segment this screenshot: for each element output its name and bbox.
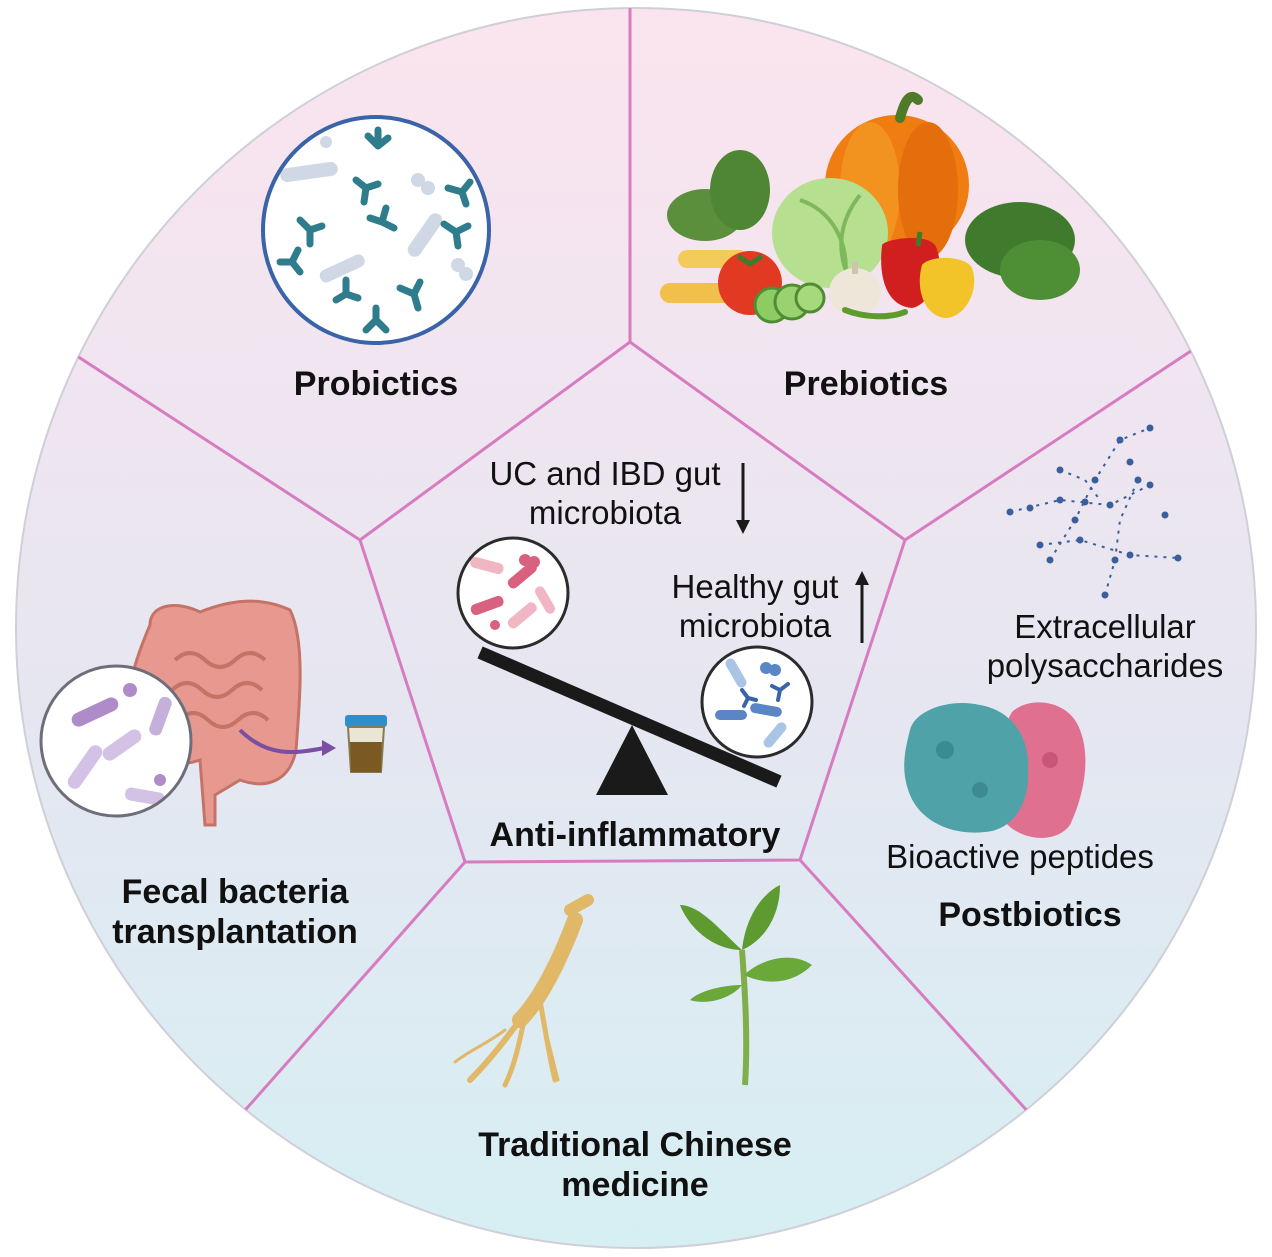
increase-arrow-icon	[855, 571, 869, 643]
balance-scale-icon	[477, 646, 782, 795]
probiotics-title: Probictics	[293, 365, 459, 403]
fmt-title: Fecal bacteria transplantation	[112, 873, 358, 952]
harmful-bacteria-icon	[456, 536, 570, 650]
stool-sample-cup-icon	[238, 715, 387, 773]
tcm-title: Traditional Chinese medicine	[478, 1126, 792, 1205]
center-title: Anti-inflammatory	[489, 816, 781, 854]
polysaccharide-chain-icon	[1006, 424, 1182, 599]
ginseng-root-icon	[453, 894, 594, 1088]
uc-ibd-label: UC and IBD gut microbiota	[489, 455, 721, 531]
herb-leaf-icon	[680, 885, 812, 1086]
prebiotics-title: Prebiotics	[783, 365, 949, 403]
healthy-bacteria-icon	[700, 645, 814, 759]
decrease-arrow-icon	[736, 463, 750, 534]
peptides-label: Bioactive peptides	[886, 838, 1154, 875]
polysaccharides-label: Extracellular polysaccharides	[986, 608, 1224, 684]
healthy-microbiota-label: Healthy gut microbiota	[671, 568, 839, 644]
postbiotics-title: Postbiotics	[938, 896, 1122, 934]
peptide-blob-icon	[904, 702, 1086, 838]
probiotic-bacteria-icon	[261, 115, 491, 345]
section-dividers	[59, 8, 1201, 1127]
fmt-bacteria-magnifier	[39, 664, 193, 818]
vegetables-icon	[660, 92, 1080, 324]
